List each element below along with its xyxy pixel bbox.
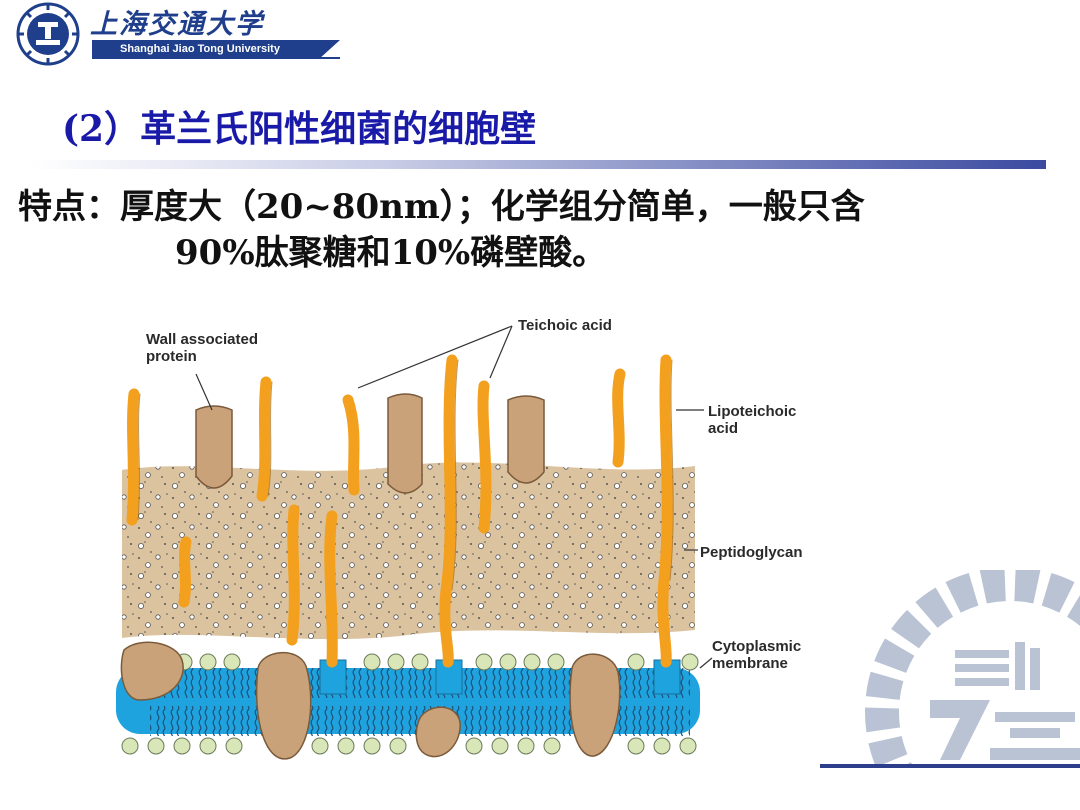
- university-name-chinese: 上海交通大学: [90, 9, 264, 40]
- teichoic-acid-chain-outlines: [137, 359, 674, 591]
- body-text: 特点：厚度大（20~80nm）；化学组分简单，一般只含 90%肽聚糖和10%磷壁…: [18, 184, 1068, 276]
- wall-associated-proteins: [195, 393, 545, 494]
- sjtu-seal-icon: [16, 2, 80, 66]
- logo-banner: [92, 40, 340, 58]
- university-name-english: Shanghai Jiao Tong University: [120, 43, 280, 55]
- slide-title: (2）革兰氏阳性细菌的细胞壁: [62, 108, 537, 150]
- membrane-proteins: [120, 641, 621, 760]
- header-divider: [92, 57, 340, 59]
- title-divider: [30, 160, 1046, 169]
- teichoic-acid-chains: [126, 354, 673, 668]
- label-peptidoglycan: Peptidoglycan: [700, 544, 803, 561]
- body-line-2: 90%肽聚糖和10%磷壁酸。: [175, 233, 607, 273]
- label-wall-associated-protein: Wall associated protein: [146, 331, 258, 365]
- label-lipoteichoic-acid: Lipoteichoic acid: [708, 403, 797, 437]
- lipid-heads-bottom: [121, 737, 697, 755]
- label-cytoplasmic-membrane: Cytoplasmic membrane: [712, 638, 802, 672]
- label-teichoic-acid: Teichoic acid: [518, 317, 612, 334]
- body-line-1: 特点：厚度大（20~80nm）；化学组分简单，一般只含: [18, 187, 865, 227]
